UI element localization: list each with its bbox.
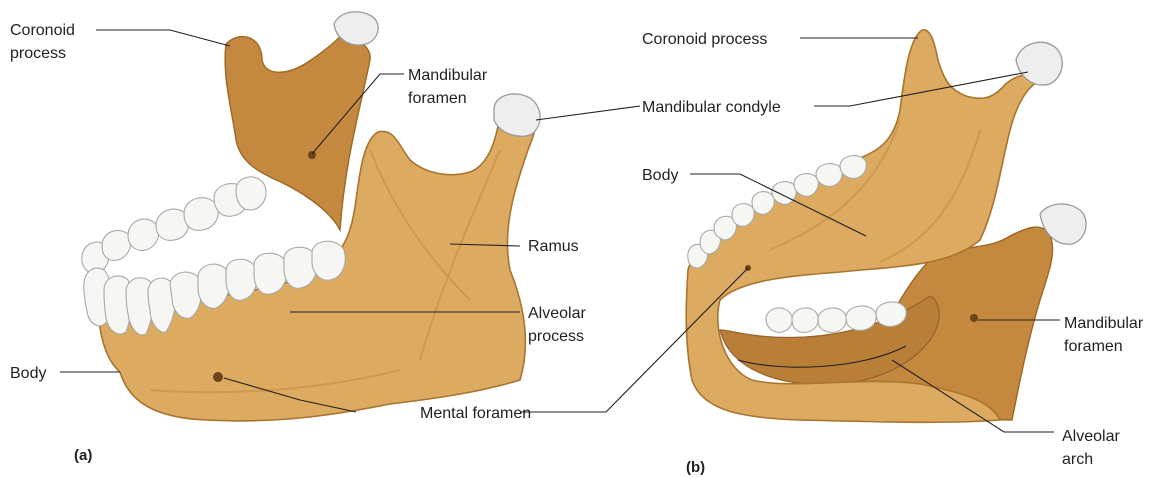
panel-label-b: (b) xyxy=(686,459,705,476)
label-mandibular-foramen-a: Mandibular xyxy=(408,67,488,84)
label-alveolar-arch-2: arch xyxy=(1062,451,1093,468)
label-alveolar-arch: Alveolar xyxy=(1062,428,1120,445)
label-coronoid-process-b: Coronoid process xyxy=(642,31,767,48)
mandibular-foramen-hole-b xyxy=(970,314,978,322)
label-mandibular-foramen-a-2: foramen xyxy=(408,90,467,107)
label-alveolar-process: Alveolar xyxy=(528,305,586,322)
mandibular-foramen-hole-a xyxy=(308,151,316,159)
label-body-b: Body xyxy=(642,167,678,184)
near-condyle xyxy=(494,94,540,136)
label-alveolar-process-2: process xyxy=(528,328,584,345)
label-mental-foramen: Mental foramen xyxy=(420,405,531,422)
label-body-a: Body xyxy=(10,365,46,382)
label-coronoid-process-a-2: process xyxy=(10,45,66,62)
label-mandibular-foramen-b: Mandibular xyxy=(1064,315,1144,332)
label-mandibular-condyle: Mandibular condyle xyxy=(642,99,781,116)
mental-foramen-hole xyxy=(213,372,223,382)
label-mandibular-foramen-b-2: foramen xyxy=(1064,338,1123,355)
mandible-medial-view xyxy=(686,30,1086,423)
panel-label-a: (a) xyxy=(74,447,92,464)
label-ramus: Ramus xyxy=(528,238,579,255)
label-coronoid-process-a: Coronoid xyxy=(10,22,75,39)
